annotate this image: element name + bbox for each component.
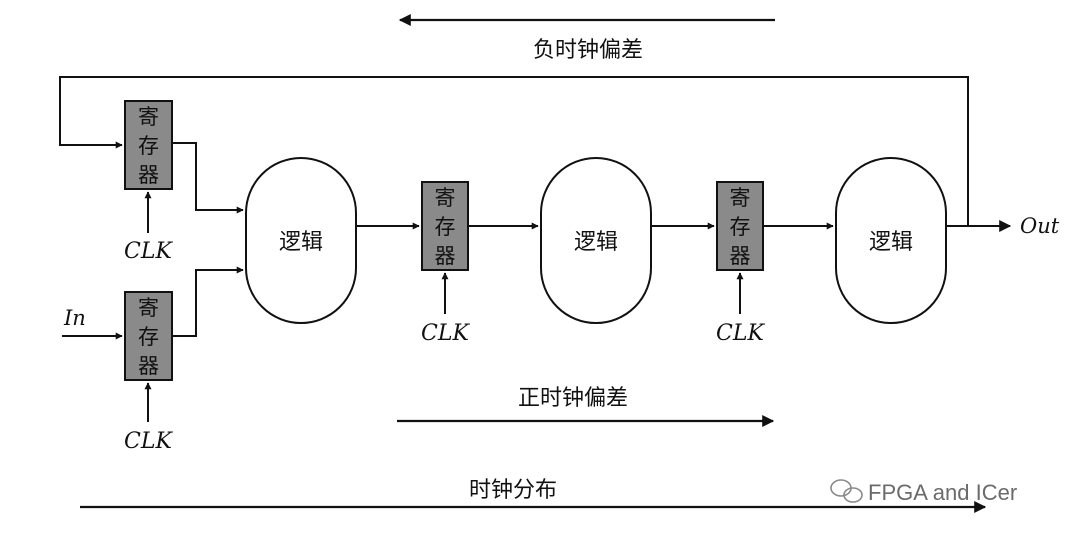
clk-label: CLK [421,321,470,346]
register-char: 存 [435,215,456,239]
register-char: 存 [138,134,159,158]
wire-reg1-logic1 [172,142,244,214]
register-char: 器 [138,163,159,187]
register-char: 寄 [435,186,456,210]
clock-distribution-label: 时钟分布 [469,478,557,503]
clk-label: CLK [124,239,173,264]
register-char: 寄 [138,296,159,320]
register-2: 寄 存 器 [124,291,173,381]
register-char: 存 [730,215,751,239]
register-char: 寄 [138,105,159,129]
logic-label: 逻辑 [279,230,323,255]
watermark: FPGA and ICer [830,479,1017,505]
logic-block-3 [835,157,947,324]
positive-skew-label: 正时钟偏差 [518,386,628,411]
register-char: 寄 [730,186,751,210]
output-label: Out [1020,214,1060,238]
register-char: 器 [138,354,159,378]
logic-label: 逻辑 [869,230,913,255]
register-4: 寄 存 器 [716,181,764,271]
register-1: 寄 存 器 [124,100,173,190]
register-char: 器 [730,244,751,268]
register-char: 器 [435,244,456,268]
logic-block-1 [245,157,357,324]
feedback-wire [59,76,969,226]
wechat-icon [830,479,863,503]
watermark-text: FPGA and ICer [868,480,1017,505]
input-label: In [63,306,86,330]
logic-label: 逻辑 [574,230,618,255]
register-3: 寄 存 器 [421,181,469,271]
logic-block-2 [540,157,652,324]
clk-label: CLK [124,429,173,454]
clk-label: CLK [716,321,765,346]
wire-reg2-logic1 [172,266,244,337]
register-char: 存 [138,325,159,349]
negative-skew-label: 负时钟偏差 [533,38,643,63]
